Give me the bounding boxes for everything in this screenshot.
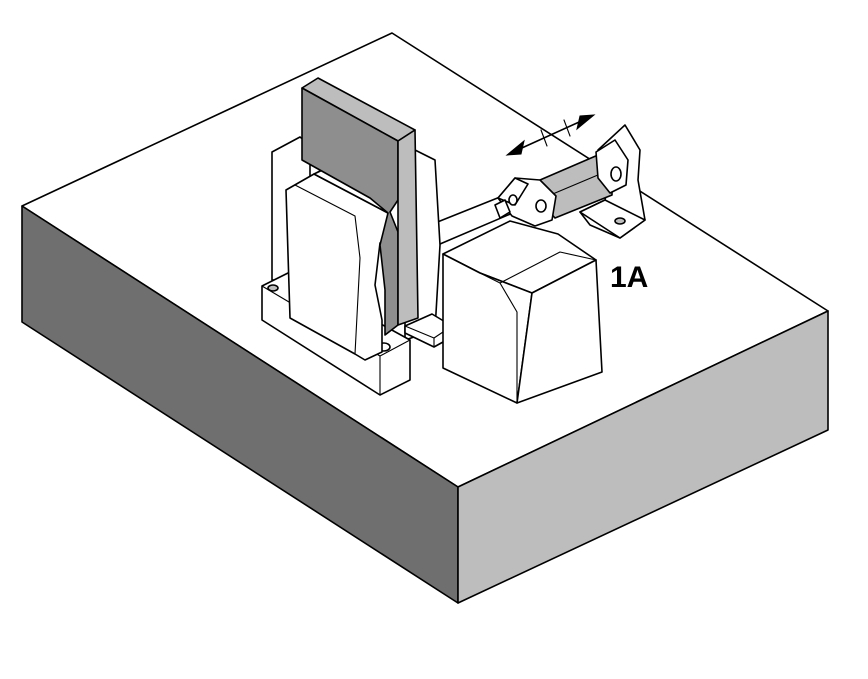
- moving-carriage: [442, 220, 603, 404]
- double-arrow-icon: [505, 114, 596, 156]
- fixed-jaw-plate: [301, 77, 419, 336]
- jaw-plate-side: [397, 129, 419, 326]
- carriage-side: [516, 259, 603, 404]
- pneumatic-cylinder: [494, 124, 646, 239]
- base-plate-right-face: [457, 310, 829, 604]
- rear-end-cap: [595, 139, 629, 194]
- cylinder-label: 1A: [610, 261, 648, 294]
